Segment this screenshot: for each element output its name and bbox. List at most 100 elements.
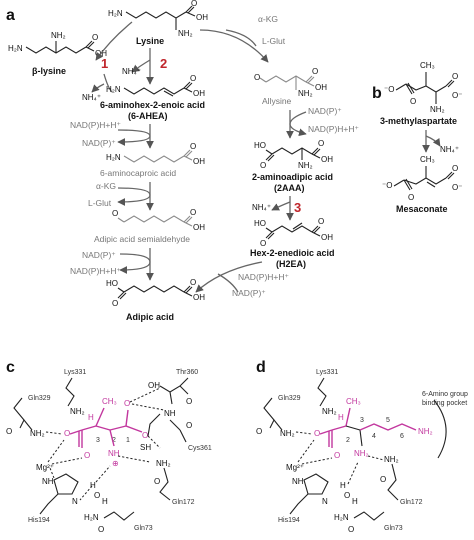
akg-glut-arrow-1	[117, 187, 151, 206]
svg-text:NH₂: NH₂	[298, 161, 313, 170]
svg-text:HO: HO	[254, 219, 266, 228]
svg-text:1: 1	[126, 437, 130, 444]
svg-text:O: O	[260, 239, 266, 248]
svg-text:H₂N: H₂N	[106, 153, 121, 162]
semialdehyde-structure: O O OH	[112, 208, 205, 232]
svg-text:O: O	[314, 429, 320, 438]
svg-text:O: O	[142, 431, 148, 440]
gln329-label-d: Gln329	[278, 395, 301, 402]
svg-text:O⁻: O⁻	[452, 91, 462, 100]
nadph-2: NAD(P)H+H⁺	[70, 266, 122, 276]
svg-text:OH: OH	[148, 381, 160, 390]
semialdehyde-label: Adipic acid semialdehyde	[94, 234, 190, 244]
lglut-1: L-Glut	[88, 198, 112, 208]
svg-text:NH: NH	[42, 477, 54, 486]
svg-text:NH: NH	[164, 409, 176, 418]
akg-glut-arrow-2	[225, 29, 257, 47]
svg-text:3: 3	[96, 437, 100, 444]
aaa-name: 2-aminoadipic acid	[252, 172, 333, 182]
svg-text:⊕: ⊕	[112, 459, 119, 468]
nadph-1: NAD(P)H+H⁺	[70, 120, 122, 130]
beta-lysine-label: β-lysine	[32, 66, 66, 76]
svg-text:O: O	[380, 475, 386, 484]
step-1-label: 1	[101, 56, 108, 71]
svg-text:OH: OH	[193, 293, 205, 302]
svg-text:O: O	[6, 427, 12, 436]
svg-text:H: H	[90, 481, 96, 490]
nh4-release-arrow-3	[271, 201, 291, 211]
svg-text:2: 2	[346, 437, 350, 444]
nadph-3: NAD(P)H+H⁺	[308, 124, 360, 134]
svg-text:N: N	[72, 497, 78, 506]
svg-text:HO: HO	[106, 279, 118, 288]
svg-text:NH₂: NH₂	[70, 407, 85, 416]
svg-text:⁻O: ⁻O	[384, 85, 394, 94]
svg-text:5: 5	[386, 417, 390, 424]
svg-text:2: 2	[112, 437, 116, 444]
lysine-structure: H₂N O OH NH₂	[108, 0, 208, 38]
svg-text:O: O	[186, 421, 192, 430]
svg-text:O: O	[112, 299, 118, 308]
svg-text:OH: OH	[321, 233, 333, 242]
h2ea-abbr: (H2EA)	[276, 259, 306, 269]
panel-d-active-site: Lys331 NH₂ Gln329 O NH₂ O O H CH₃ 2 3 NH…	[256, 369, 468, 534]
svg-text:CH₃: CH₃	[420, 155, 435, 164]
h2ea-to-adipic-arrow	[195, 261, 263, 293]
svg-text:NH₂: NH₂	[30, 429, 45, 438]
nh4-4: NH₄⁺	[440, 145, 459, 154]
svg-text:CH₃: CH₃	[420, 61, 435, 70]
svg-text:6: 6	[400, 433, 404, 440]
svg-text:N: N	[322, 497, 328, 506]
adipic-label: Adipic acid	[126, 312, 174, 322]
aaa-structure: HO O O OH NH₂	[254, 139, 333, 170]
svg-text:O: O	[318, 217, 324, 226]
svg-text:CH₃: CH₃	[346, 397, 361, 406]
svg-text:O: O	[344, 491, 350, 500]
svg-text:NH₂: NH₂	[418, 427, 433, 436]
svg-text:O: O	[256, 427, 262, 436]
aminocaproic-label: 6-aminocaproic acid	[100, 168, 176, 178]
mesaconate-structure: CH₃ ⁻O O O O⁻	[382, 155, 462, 202]
svg-text:O: O	[186, 397, 192, 406]
nadp-4: NAD(P)⁺	[232, 288, 266, 298]
lys331-label-c: Lys331	[64, 369, 86, 376]
step-3-label: 3	[294, 200, 301, 215]
svg-text:H: H	[338, 413, 344, 422]
svg-text:NH₂: NH₂	[354, 449, 369, 458]
nadp-consume-arrow-3	[289, 111, 307, 137]
svg-text:H: H	[352, 497, 358, 506]
panel-b-label: b	[372, 85, 382, 102]
nh4-2: NH₄⁺	[122, 67, 141, 76]
beta-lysine-structure: H₂N NH₂ O OH	[8, 31, 107, 58]
svg-text:O: O	[260, 161, 266, 170]
gln172-label-c: Gln172	[172, 499, 195, 506]
svg-text:CH₃: CH₃	[102, 397, 117, 406]
ahea-name: 6-aminohex-2-enoic acid	[100, 100, 205, 110]
svg-text:⁻O: ⁻O	[382, 181, 392, 190]
binding-pocket-arc	[433, 399, 447, 459]
nadp-1: NAD(P)⁺	[82, 138, 116, 148]
nh4-release-arrow-2	[131, 59, 151, 73]
svg-text:OH: OH	[196, 13, 208, 22]
nh4-release-arrow-4	[425, 135, 441, 147]
panel-c-label: c	[6, 359, 15, 376]
nadph-consume-arrow-4	[217, 273, 239, 293]
akg-2: α-KG	[258, 14, 278, 24]
his194-label-d: His194	[278, 517, 300, 524]
svg-text:O⁻: O⁻	[452, 183, 462, 192]
allysine-structure: O O OH NH₂	[254, 67, 327, 98]
svg-text:NH₂: NH₂	[430, 105, 445, 114]
svg-text:O: O	[334, 451, 340, 460]
pocket-label-1: 6-Amino group	[422, 391, 468, 398]
svg-text:O: O	[318, 139, 324, 148]
akg-1: α-KG	[96, 181, 116, 191]
svg-text:4: 4	[372, 433, 376, 440]
svg-text:O: O	[348, 525, 354, 534]
gln172-label-d: Gln172	[400, 499, 423, 506]
gln329-label-c: Gln329	[28, 395, 51, 402]
svg-text:OH: OH	[193, 89, 205, 98]
allysine-label: Allysine	[262, 96, 292, 106]
svg-text:O: O	[98, 525, 104, 534]
thr360-label: Thr360	[176, 369, 198, 376]
